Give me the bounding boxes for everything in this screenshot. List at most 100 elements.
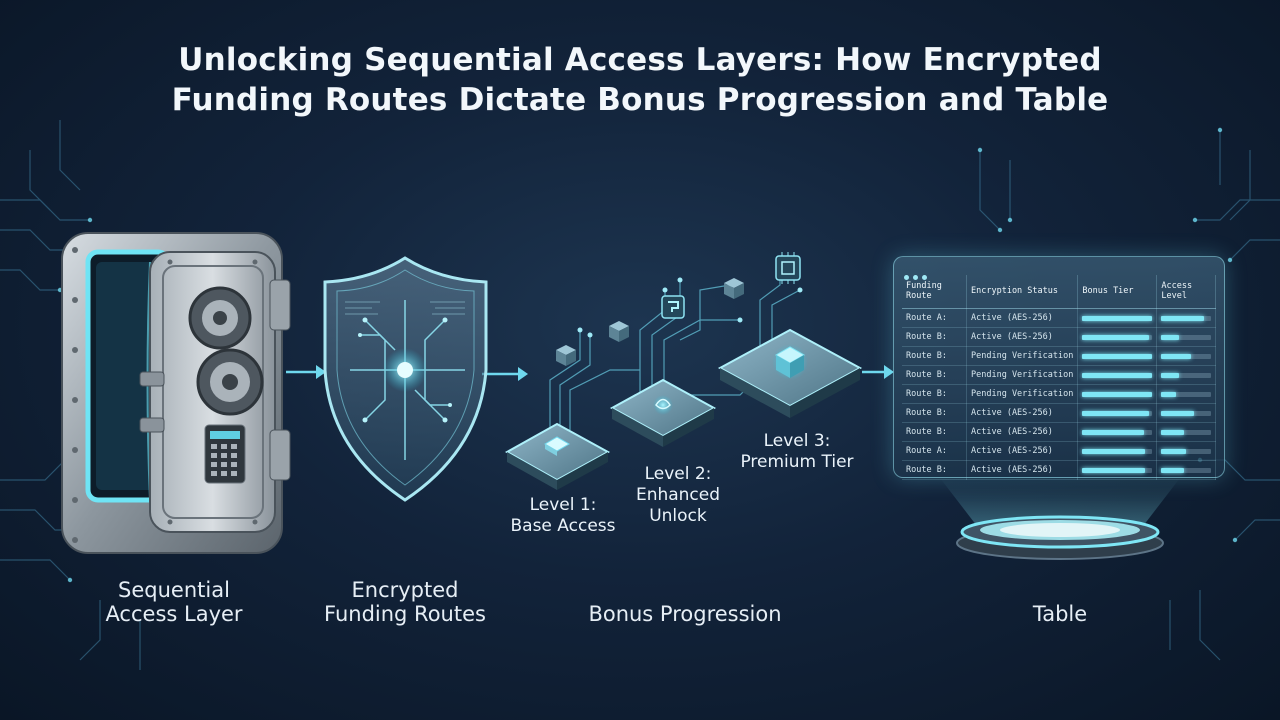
bonus-tier-bar-track (1082, 353, 1153, 359)
cell-access-level (1156, 460, 1216, 480)
cell-access-level (1156, 422, 1216, 442)
cell-access-level (1156, 327, 1216, 347)
access-level-bar-track (1161, 410, 1211, 416)
cell-status: Pending Verification (966, 365, 1079, 385)
cell-access-level (1156, 365, 1216, 385)
level-2-subtitle: Enhanced (635, 485, 721, 505)
bonus-tier-bar-track (1082, 334, 1153, 340)
access-level-bar-track (1161, 429, 1211, 435)
cell-route: Route B: (902, 422, 967, 442)
caption-progression: Bonus Progression (560, 602, 810, 626)
header-funding-route: Funding Route (902, 275, 967, 309)
bonus-tier-bar (1082, 448, 1146, 454)
level-1-subtitle: Base Access (510, 516, 616, 536)
level-3-subtitle: Premium Tier (740, 452, 854, 472)
cell-bonus-tier (1077, 365, 1158, 385)
level-2-title: Level 2: (644, 464, 712, 484)
vault-icon (61, 232, 291, 554)
cell-bonus-tier (1077, 308, 1158, 328)
bonus-tier-bar (1082, 315, 1153, 321)
access-level-bar (1161, 334, 1179, 340)
cell-route: Route B: (902, 365, 967, 385)
bonus-tier-bar-track (1082, 410, 1153, 416)
access-level-bar-track (1161, 448, 1211, 454)
arrow-levels-to-table (862, 365, 894, 379)
cell-access-level (1156, 308, 1216, 328)
cell-route: Route A: (902, 441, 967, 461)
caption-shield-line-1: Encrypted (351, 578, 459, 602)
table-row: Route A:Active (AES-256) (902, 308, 1216, 328)
cell-status: Active (AES-256) (966, 460, 1079, 480)
bonus-tier-bar (1082, 410, 1149, 416)
access-level-bar (1161, 372, 1179, 378)
table-row: Route B:Pending Verification (902, 346, 1216, 366)
chip-icon (661, 252, 801, 319)
bonus-tier-bar (1082, 353, 1153, 359)
caption-shield-line-2: Funding Routes (324, 602, 486, 626)
caption-vault-line-2: Access Layer (105, 602, 243, 626)
cell-access-level (1156, 346, 1216, 366)
caption-table: Table (990, 602, 1130, 626)
level-2-platform (609, 378, 717, 447)
level-1-title: Level 1: (529, 495, 597, 515)
access-level-bar (1161, 391, 1177, 397)
cell-status: Pending Verification (966, 384, 1079, 404)
shield-icon (323, 256, 488, 502)
cell-bonus-tier (1077, 403, 1158, 423)
level-3-label: Level 3: Premium Tier (722, 431, 872, 473)
cell-bonus-tier (1077, 422, 1158, 442)
header-access-level: Access Level (1156, 275, 1216, 309)
access-level-bar (1161, 429, 1184, 435)
table-row: Route B:Active (AES-256) (902, 403, 1216, 423)
data-cube-icon (556, 278, 744, 366)
cell-bonus-tier (1077, 460, 1158, 480)
cell-route: Route B: (902, 346, 967, 366)
caption-vault-line-1: Sequential (118, 578, 230, 602)
cell-status: Active (AES-256) (966, 422, 1079, 442)
level-2-subtitle-2: Unlock (649, 506, 707, 526)
cell-bonus-tier (1077, 346, 1158, 366)
table-row: Route B:Active (AES-256) (902, 460, 1216, 480)
bonus-tier-bar (1082, 334, 1149, 340)
table-row: Route B:Pending Verification (902, 365, 1216, 385)
table-row: Route B:Pending Verification (902, 384, 1216, 404)
access-level-bar-track (1161, 315, 1211, 321)
cell-status: Active (AES-256) (966, 308, 1079, 328)
caption-shield: Encrypted Funding Routes (300, 578, 510, 626)
caption-progression-line-1: Bonus Progression (588, 602, 782, 626)
cell-status: Active (AES-256) (966, 403, 1079, 423)
cell-access-level (1156, 384, 1216, 404)
access-level-bar (1161, 315, 1204, 321)
cell-route: Route B: (902, 403, 967, 423)
level-1-label: Level 1: Base Access (493, 495, 633, 537)
access-level-bar (1161, 467, 1184, 473)
bonus-tier-bar (1082, 429, 1144, 435)
access-level-bar-track (1161, 467, 1211, 473)
bonus-tier-bar-track (1082, 315, 1153, 321)
bonus-tier-bar-track (1082, 467, 1153, 473)
table-row: Route A:Active (AES-256) (902, 441, 1216, 461)
cell-status: Active (AES-256) (966, 327, 1079, 347)
access-level-bar (1161, 410, 1194, 416)
caption-vault: Sequential Access Layer (84, 578, 264, 626)
bonus-tier-bar-track (1082, 391, 1153, 397)
level-2-label: Level 2: Enhanced Unlock (608, 464, 748, 527)
level-3-platform (717, 328, 863, 418)
caption-table-line-1: Table (1032, 602, 1088, 626)
access-level-bar (1161, 448, 1187, 454)
cell-access-level (1156, 441, 1216, 461)
access-level-bar (1161, 353, 1192, 359)
access-level-bar-track (1161, 353, 1211, 359)
cell-bonus-tier (1077, 441, 1158, 461)
header-bonus-tier: Bonus Tier (1077, 275, 1158, 309)
table-header-row: Funding Route Encryption Status Bonus Ti… (902, 275, 1216, 309)
table-panel: Funding Route Encryption Status Bonus Ti… (893, 256, 1225, 480)
cell-route: Route A: (902, 308, 967, 328)
hologram-projector-icon (940, 478, 1180, 560)
page-title: Unlocking Sequential Access Layers: How … (0, 40, 1280, 120)
cell-route: Route B: (902, 327, 967, 347)
cell-bonus-tier (1077, 384, 1158, 404)
access-level-bar-track (1161, 372, 1211, 378)
cell-route: Route B: (902, 460, 967, 480)
